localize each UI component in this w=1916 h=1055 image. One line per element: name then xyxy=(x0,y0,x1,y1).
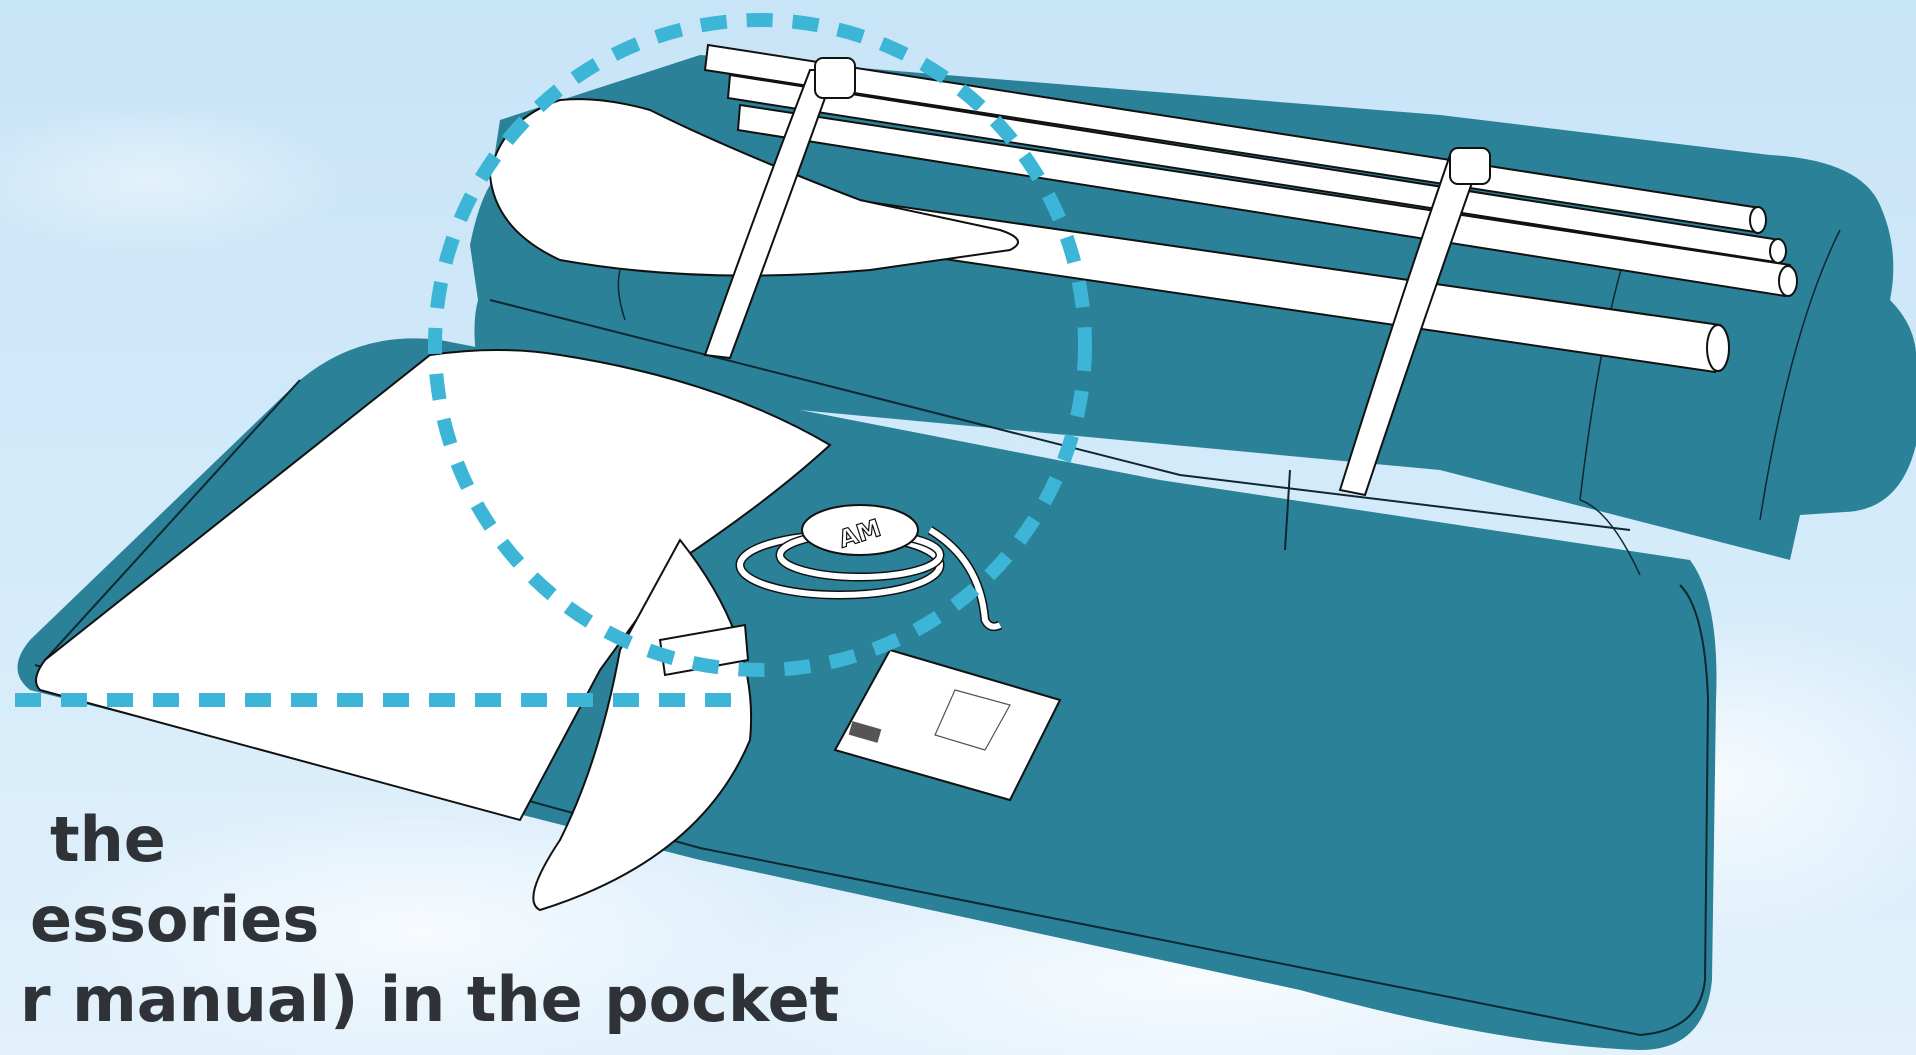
shaft-end xyxy=(1779,266,1797,296)
instruction-caption: the essories r manual) in the pocket xyxy=(0,800,900,1040)
strap-buckle xyxy=(815,58,855,98)
cloud xyxy=(0,100,350,260)
caption-line: r manual) in the pocket xyxy=(0,960,900,1040)
aqua-marina-logo-icon: AM xyxy=(802,505,918,555)
shaft-end xyxy=(1770,239,1786,263)
strap-buckle xyxy=(1450,148,1490,184)
shaft-end xyxy=(1707,325,1729,371)
shaft-end xyxy=(1750,207,1766,233)
caption-line: essories xyxy=(0,880,900,960)
caption-line: the xyxy=(0,800,900,880)
